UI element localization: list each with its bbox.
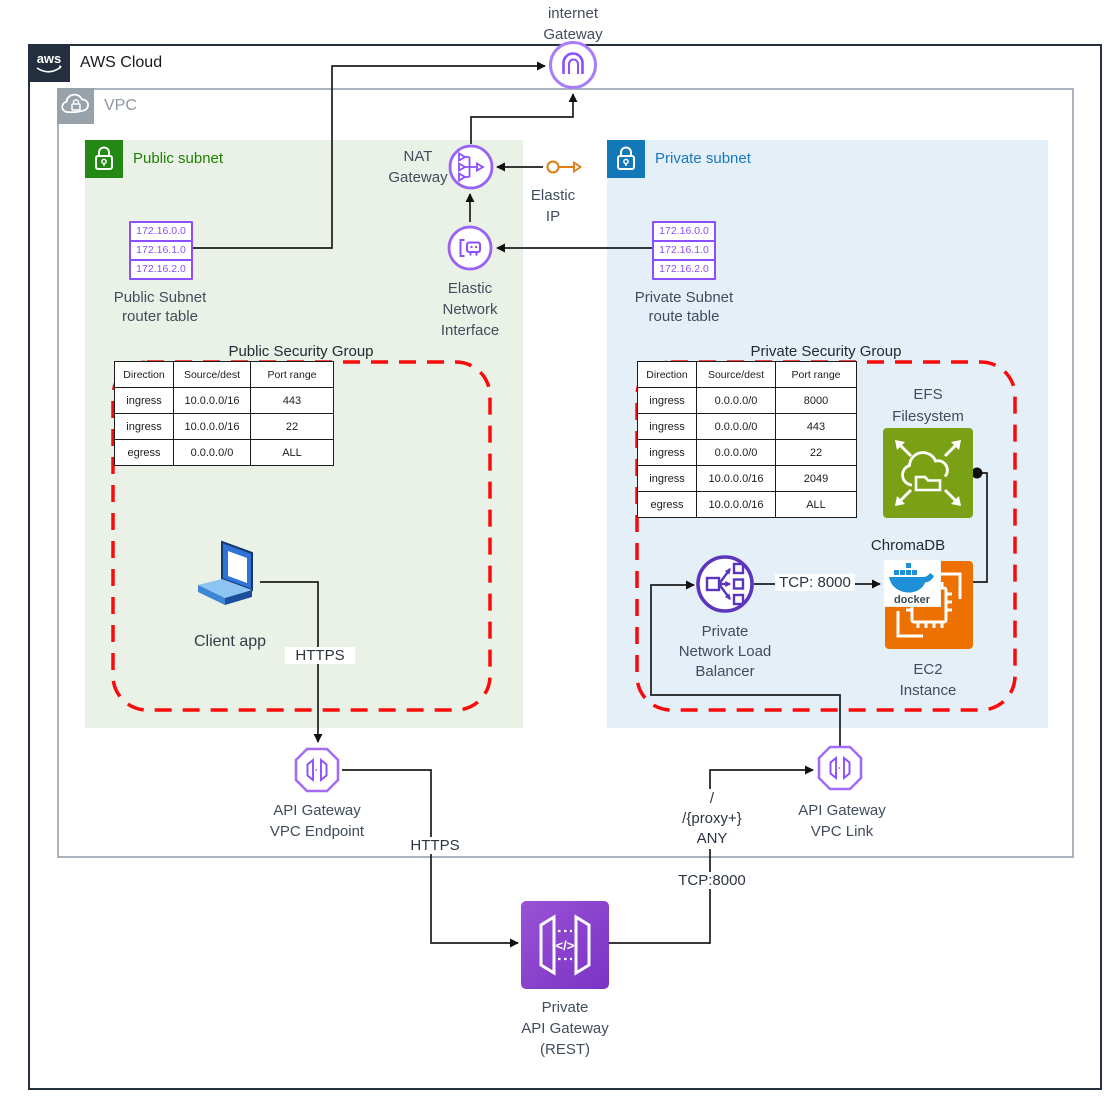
chromadb-docker-icon: docker — [883, 559, 941, 607]
private-subnet-lock-icon — [607, 140, 645, 178]
table-row: egress 0.0.0.0/0 ALL — [114, 439, 334, 466]
public-route-table-label: Public Subnet router table — [113, 289, 207, 325]
tcp8000-label-nlb: TCP: 8000 — [775, 574, 855, 591]
nat-gateway-label: NAT Gateway — [388, 148, 448, 186]
table-row: ingress 10.0.0.0/16 2049 — [637, 465, 857, 492]
code-glyph: </> — [556, 938, 575, 953]
private-nlb-icon — [696, 555, 754, 613]
private-sg-title: Private Security Group — [750, 343, 902, 360]
table-header-row: Direction Source/dest Port range — [637, 361, 857, 388]
aws-logo-text: aws — [37, 51, 62, 66]
vpc-cloud-icon — [57, 88, 94, 124]
vpc-container — [57, 88, 1074, 858]
efs-icon — [883, 428, 973, 518]
api-gateway-vpc-link-label: API Gateway VPC Link — [798, 802, 886, 840]
eni-icon — [447, 225, 493, 271]
public-sg-table: Direction Source/dest Port range ingress… — [114, 361, 334, 466]
public-route-entry: 172.16.0.0 — [129, 221, 193, 242]
eni-label: Elastic Network Interface — [440, 280, 500, 339]
client-app-laptop-icon — [198, 540, 253, 605]
chromadb-label: ChromaDB — [870, 537, 946, 554]
public-subnet-title: Public subnet — [133, 150, 224, 167]
public-sg-title: Public Security Group — [228, 343, 374, 360]
aws-logo: aws — [28, 44, 70, 82]
private-route-entry: 172.16.1.0 — [652, 240, 716, 261]
private-route-entry: 172.16.0.0 — [652, 221, 716, 242]
internet-gateway-label: internet Gateway — [543, 5, 603, 43]
vpc-title: VPC — [104, 97, 137, 114]
private-api-gateway-icon: </> — [521, 901, 609, 989]
private-route-table-label: Private Subnet route table — [634, 289, 734, 325]
private-route-entry: 172.16.2.0 — [652, 259, 716, 280]
ec2-label: EC2 Instance — [899, 661, 957, 699]
table-header-row: Direction Source/dest Port range — [114, 361, 334, 388]
table-row: ingress 0.0.0.0/0 8000 — [637, 387, 857, 414]
table-row: ingress 0.0.0.0/0 443 — [637, 413, 857, 440]
private-subnet-title: Private subnet — [655, 150, 751, 167]
internet-gateway-icon — [549, 41, 597, 89]
public-subnet-lock-icon — [85, 140, 123, 178]
docker-wordmark: docker — [894, 594, 931, 606]
efs-label: EFS Filesystem — [892, 386, 964, 425]
api-gateway-vpc-endpoint-label: API Gateway VPC Endpoint — [269, 802, 365, 840]
private-api-gateway-label: Private API Gateway (REST) — [521, 999, 609, 1058]
table-row: ingress 10.0.0.0/16 22 — [114, 413, 334, 440]
aws-cloud-title: AWS Cloud — [80, 54, 163, 71]
tcp8000-label-south: TCP:8000 — [676, 872, 748, 889]
proxy-route-label: / /{proxy+} ANY — [672, 789, 752, 849]
table-row: ingress 10.0.0.0/16 443 — [114, 387, 334, 414]
public-route-entry: 172.16.2.0 — [129, 259, 193, 280]
elastic-ip-icon — [546, 160, 583, 174]
private-sg-table: Direction Source/dest Port range ingress… — [637, 361, 857, 518]
api-gateway-vpc-link-icon — [817, 745, 863, 791]
public-route-entry: 172.16.1.0 — [129, 240, 193, 261]
https-label-client: HTTPS — [285, 647, 355, 664]
table-row: egress 10.0.0.0/16 ALL — [637, 491, 857, 518]
table-row: ingress 0.0.0.0/0 22 — [637, 439, 857, 466]
nlb-label: Private Network Load Balancer — [678, 623, 772, 680]
api-gateway-vpc-endpoint-icon — [294, 747, 340, 793]
elastic-ip-label: Elastic IP — [530, 187, 576, 225]
https-label-south: HTTPS — [403, 837, 467, 854]
client-app-label: Client app — [193, 633, 267, 650]
